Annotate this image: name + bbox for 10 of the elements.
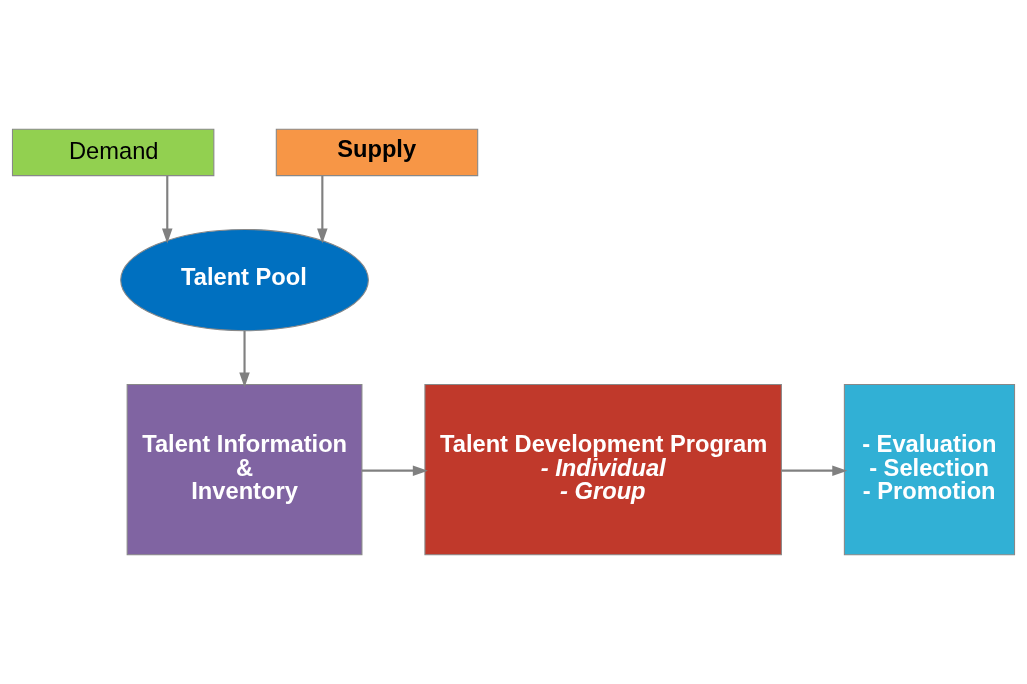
node-box: Talent Development Program - Individual - Group — [424, 384, 782, 556]
arrow — [239, 330, 250, 388]
arrow — [317, 175, 328, 244]
node-box: Supply — [275, 128, 479, 177]
node-box: Talent Information & Inventory — [126, 384, 363, 556]
arrow — [361, 465, 428, 476]
arrow — [781, 465, 848, 476]
node-box: - Evaluation - Selection - Promotion — [843, 384, 1016, 556]
arrow — [162, 175, 173, 244]
node-box: Demand — [11, 128, 215, 177]
